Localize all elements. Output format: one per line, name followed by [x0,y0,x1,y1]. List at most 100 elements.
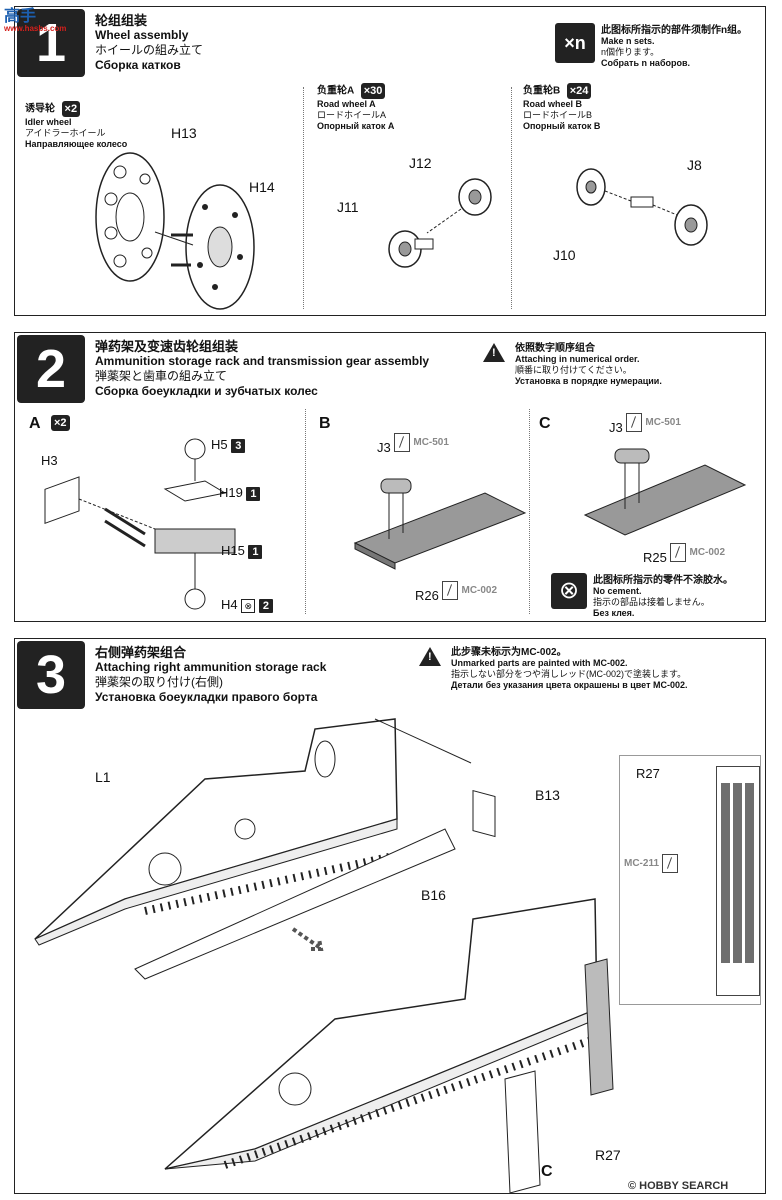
idler-ru: Направляющее колесо [25,139,128,149]
title-ru: Сборка катков [95,58,181,72]
idler-en: Idler wheel [25,117,72,127]
paint-brush-icon [662,854,679,873]
step-2-panel: 2 弹药架及变速齿轮组组装 Ammunition storage rack an… [14,332,766,622]
paint-mc501-c: MC-501 [626,413,681,432]
step-1-panel: 1 轮组组装 Wheel assembly ホイールの組み立て Сборка к… [14,6,766,316]
hull-side-upper-diagram [34,718,456,980]
part-r25-label: R25 [643,550,667,565]
note-ru: Детали без указания цвета окрашены в цве… [451,680,688,690]
footer-brand: © HOBBY SEARCH [628,1180,728,1192]
no-cement-ru: Без клея. [593,608,635,618]
paint-code: MC-002 [689,547,726,558]
paint-code: MC-501 [413,437,449,448]
r27-inset-panel: R27 MC-211 [619,755,761,1005]
make-n-text: 此图标所指示的部件须制作n组。 Make n sets. n個作ります。 Соб… [601,25,747,69]
no-cement-zh: 此图标所指示的零件不涂胶水。 [593,575,733,586]
divider [305,409,306,614]
road-a-count-badge: ×30 [360,83,386,99]
note-zh: 此步骤未标示为MC-002。 [451,647,567,658]
section-c-label: C [539,415,551,432]
title-zh: 右侧弹药架组合 [95,645,187,660]
part-j3-b: J3 MC-501 [377,433,449,455]
ammo-rack-a-diagram [44,438,236,610]
part-h13: H13 [171,125,197,141]
title-ja: 弾薬架の取り付け(右側) [95,675,223,689]
paint-mc211: MC-211 [624,854,679,873]
road-wheel-a-diagram [388,178,492,268]
order-zh: 依照数字顺序组合 [515,343,595,354]
paint-brush-icon [442,581,459,600]
road-b-count-badge: ×24 [566,83,592,99]
title-en: Ammunition storage rack and transmission… [95,354,430,368]
road-a-zh: 负重轮A [317,85,355,97]
warning-icon [419,647,441,666]
part-r27-lower: R27 [595,1147,621,1163]
order-en: Attaching in numerical order. [515,354,640,364]
unmarked-paint-note: 此步骤未标示为MC-002。 Unmarked parts are painte… [419,647,687,690]
road-wheel-b-diagram [576,168,708,246]
road-b-zh: 负重轮B [523,85,561,97]
part-r25: R25 MC-002 [643,543,725,565]
step-3-panel: 3 右侧弹药架组合 Attaching right ammunition sto… [14,638,766,1194]
idler-zh: 诱导轮 [25,103,55,115]
divider [303,87,304,309]
section-a-label: A [29,415,41,432]
part-h15-label: H15 [221,543,245,558]
part-h15-order: 1 [248,545,263,559]
part-r26: R26 MC-002 [415,581,497,603]
part-h15: H15 1 [221,543,263,559]
part-j3-c: J3 MC-501 [609,413,681,435]
part-j3-c-label: J3 [609,420,623,435]
watermark-site-cn: 高手 [4,8,37,25]
part-h5-label: H5 [211,437,228,452]
road-a-ru: Опорный каток A [317,121,395,131]
part-j10: J10 [553,247,576,263]
part-h19-order: 1 [246,487,261,501]
paint-code: MC-211 [624,858,660,869]
arrow-down-right-icon [291,927,324,951]
part-j3-b-label: J3 [377,440,391,455]
paint-mc501-b: MC-501 [394,433,449,452]
no-cement-note: 此图标所指示的零件不涂胶水。 No cement. 指示の部品は接着しません。 … [593,575,733,619]
make-n-ru: Собрать n наборов. [601,58,691,68]
ammo-rack-b-diagram [353,478,527,570]
idler-count-badge: ×2 [61,101,81,117]
part-h4-label: H4 [221,597,238,612]
part-h19-label: H19 [219,485,243,500]
idler-wheel-diagram [95,152,255,310]
brand-name: HOBBY SEARCH [639,1180,729,1192]
watermark-logo: 高手 www.hasbs.com [4,2,66,33]
title-ja: 弾薬架と歯車の組み立て [95,369,228,383]
r27-rack-drawing [716,766,760,996]
step-title-block: 轮组组装 Wheel assembly ホイールの組み立て Сборка кат… [95,13,203,73]
part-b13: B13 [535,787,560,803]
make-n-sets-note: ×n [555,23,595,63]
part-r26-label: R26 [415,588,439,603]
part-b16: B16 [421,887,446,903]
road-b-ru: Опорный каток B [523,121,601,131]
section-a-count-badge: ×2 [51,415,70,431]
part-h3: H3 [41,453,58,468]
title-zh: 轮组组装 [95,13,148,28]
step-number: 2 [17,335,85,403]
r27-shells [721,783,755,963]
road-a-en: Road wheel A [317,99,376,109]
make-n-badge: ×n [555,23,595,63]
section-b-label: B [319,415,331,432]
title-ru: Установка боеукладки правого борта [95,690,318,704]
part-h14: H14 [249,179,275,195]
paint-code: MC-501 [645,417,681,428]
part-h5-order: 3 [231,439,246,453]
make-n-ja: n個作ります。 [601,47,660,57]
part-h19: H19 1 [219,485,261,501]
title-en: Wheel assembly [95,28,189,42]
watermark-site-url: www.hasbs.com [4,24,67,33]
title-ru: Сборка боеукладки и зубчатых колес [95,384,318,398]
order-ja: 順番に取り付けてください。 [515,365,632,375]
road-b-ja: ロードホイールB [523,110,593,120]
part-l1: L1 [95,769,111,785]
title-ja: ホイールの組み立て [95,43,204,57]
road-wheel-b-info: 负重轮B ×24 Road wheel B ロードホイールB Опорный к… [523,83,600,132]
divider [511,87,512,309]
part-h5: H5 3 [211,437,246,453]
